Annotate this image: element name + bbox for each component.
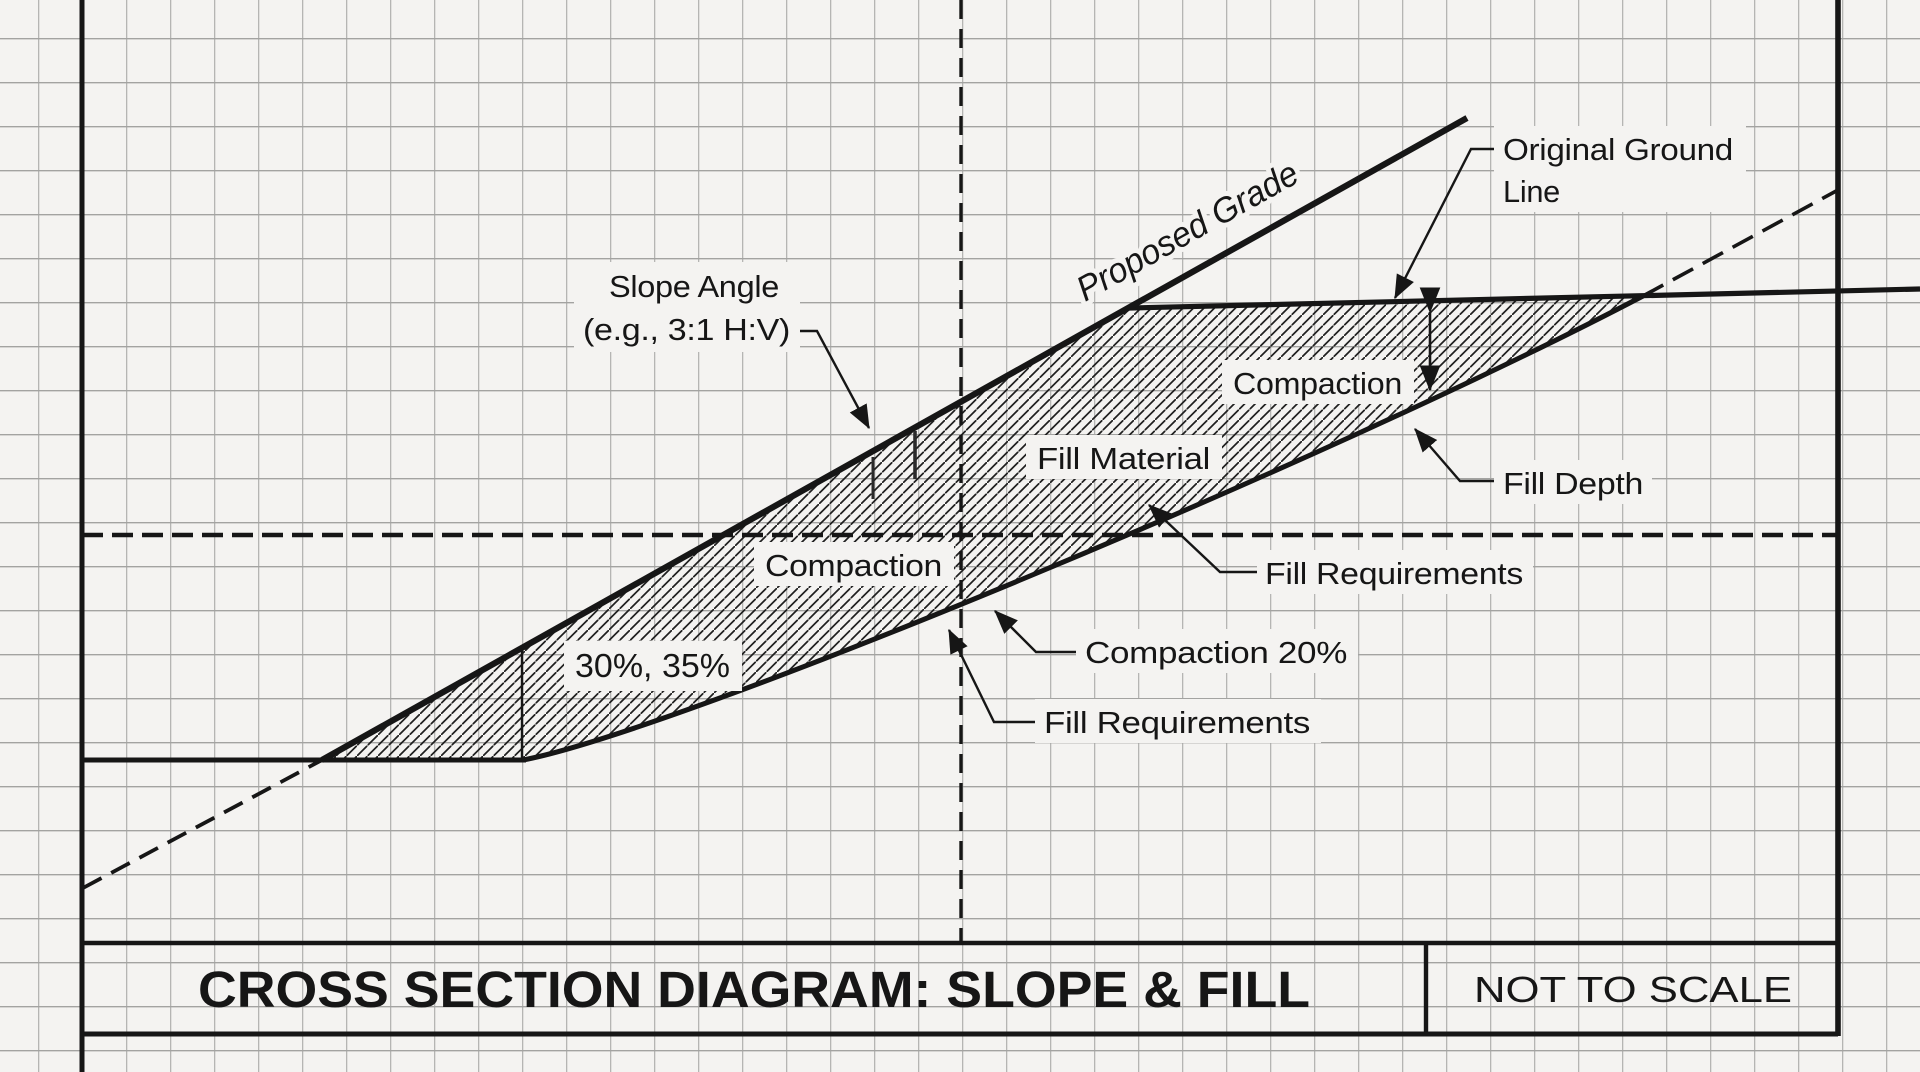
fill-depth-leader-arrow xyxy=(1414,428,1496,483)
grade-projection-dashed-left xyxy=(82,758,323,890)
compaction-left-label: Compaction xyxy=(765,548,942,583)
compaction-20-label: Compaction 20% xyxy=(1085,635,1347,670)
fill-requirements-lower-label-box xyxy=(1035,699,1321,743)
compaction-right-label-box xyxy=(1222,360,1414,404)
fill-material-label: Fill Material xyxy=(1037,441,1210,476)
slope-angle-label-box xyxy=(574,262,800,352)
scale-note: NOT TO SCALE xyxy=(1474,969,1792,1010)
original-ground-label-box xyxy=(1494,126,1746,212)
compaction-left-label-box xyxy=(754,542,954,586)
fill-requirements-upper-label: Fill Requirements xyxy=(1265,556,1523,591)
sheet-title: CROSS SECTION DIAGRAM: SLOPE & FILL xyxy=(198,961,1310,1018)
fill-depth-label-box xyxy=(1494,460,1652,504)
compaction-right-label: Compaction xyxy=(1233,366,1402,401)
proposed-grade-line xyxy=(320,115,1469,763)
fill-material-label-box xyxy=(1026,435,1222,479)
compaction-20-label-box xyxy=(1076,629,1358,673)
fill-requirements-lower-label: Fill Requirements xyxy=(1044,705,1310,740)
original-ground-leader-arrow xyxy=(1393,147,1499,300)
slope-angle-label-line1: Slope Angle xyxy=(609,269,779,304)
original-ground-plateau-line xyxy=(1129,286,1920,311)
fill-requirements-upper-label-box xyxy=(1257,550,1533,594)
fill-requirements-lower-leader-arrow xyxy=(947,628,1037,724)
percent-note-label-box xyxy=(564,641,742,691)
original-ground-curve xyxy=(522,293,1645,763)
slope-angle-label-line2: (e.g., 3:1 H:V) xyxy=(583,312,790,347)
fill-depth-label: Fill Depth xyxy=(1503,466,1643,501)
ground-projection-dashed-right xyxy=(1642,188,1839,298)
original-ground-label-line2: Line xyxy=(1503,174,1560,209)
fill-requirements-upper-leader-arrow xyxy=(1148,504,1258,574)
compaction-20-leader-arrow xyxy=(994,610,1078,654)
percent-note-label: 30%, 35% xyxy=(575,647,730,684)
original-ground-label-line1: Original Ground xyxy=(1503,132,1733,167)
